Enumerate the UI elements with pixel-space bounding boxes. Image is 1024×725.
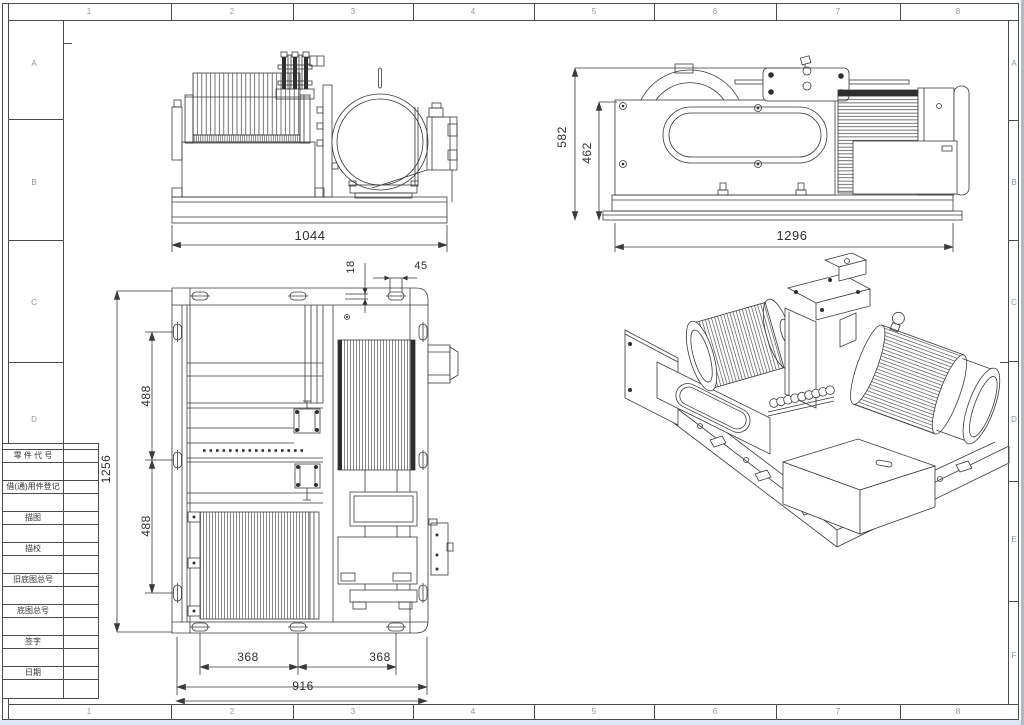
title-block-row (3, 556, 98, 574)
isometric-view (624, 252, 1010, 548)
title-block-row: 底图总号 (3, 605, 98, 618)
front-dim-lines (171, 225, 448, 252)
dim-plan-base-right: 368 (369, 650, 391, 664)
dim-side-height-inner: 462 (580, 142, 594, 164)
side-view (571, 55, 970, 252)
title-block-row (3, 525, 98, 543)
title-block-row: 旧底图总号 (3, 574, 98, 587)
side-frame-plate (614, 99, 836, 196)
front-view (171, 51, 458, 252)
title-block-value-cell (64, 636, 98, 648)
title-block-value-cell (64, 543, 98, 555)
plan-bolt-slots (173, 291, 428, 632)
title-block-row: 描图 (3, 512, 98, 525)
grid-row-label: B (1011, 178, 1017, 187)
grid-row-label: A (31, 59, 37, 68)
plan-drum (187, 511, 320, 620)
dim-plan-span-lower: 488 (139, 515, 153, 537)
side-base (602, 182, 963, 221)
title-block-value-cell (64, 512, 98, 524)
plate-bolts (619, 102, 762, 168)
title-block-value-cell (64, 574, 98, 586)
dim-plan-rail: 18 (345, 260, 357, 274)
dim-front-width: 1044 (294, 228, 326, 243)
title-block-row: 日期 (3, 667, 98, 680)
iso-rope-springs (767, 385, 835, 417)
grid-col-label: 6 (712, 707, 718, 716)
dim-plan-base-left: 368 (237, 650, 259, 664)
grid-col-label: 2 (229, 707, 235, 716)
title-block-row: 描校 (3, 543, 98, 556)
page-edge-strip (0, 720, 1024, 725)
iso-support-plate (784, 307, 817, 409)
grid-col-label: 3 (350, 707, 356, 716)
title-block-value-cell (64, 450, 98, 462)
front-terminal-box (371, 102, 458, 202)
title-block-value-cell (64, 667, 98, 679)
side-motor (837, 85, 970, 196)
dim-side-length: 1296 (776, 228, 808, 243)
grid-row-label: B (31, 178, 37, 187)
iso-top-bracket (786, 252, 872, 348)
title-block-row (3, 587, 98, 605)
title-block-spacer (3, 444, 98, 450)
title-block-row: 借(通)用件登记 (3, 481, 98, 494)
title-block-table: 零 件 代 号 借(通)用件登记 描图 描校 旧底图总号 底图总号 签字 日期 (2, 443, 99, 699)
grid-col-label: 8 (955, 7, 961, 16)
title-block-value-cell (64, 481, 98, 493)
title-block-row: 签字 (3, 636, 98, 649)
plan-cross-members (187, 305, 324, 504)
title-block-row (3, 618, 98, 636)
grid-col-label: 1 (86, 707, 92, 716)
dim-plan-span-upper: 488 (139, 385, 153, 407)
grid-col-label: 1 (86, 7, 92, 16)
iso-cable-drum (685, 298, 795, 392)
grid-row-label: F (1011, 651, 1017, 660)
dim-side-height: 582 (555, 126, 569, 148)
grid-row-label: C (31, 298, 37, 307)
title-block-row: 零 件 代 号 (3, 450, 98, 463)
plan-view (113, 263, 459, 705)
grid-col-label: 3 (350, 7, 356, 16)
front-motor-end (331, 67, 429, 199)
plan-dim-lines (113, 263, 428, 705)
front-base (171, 196, 448, 224)
grid-col-label: 6 (712, 7, 718, 16)
title-block-value-cell (64, 605, 98, 617)
title-block-row (3, 680, 98, 698)
title-block-row (3, 494, 98, 512)
grid-row-label: D (1011, 415, 1017, 424)
dim-plan-base-width: 916 (292, 679, 314, 693)
title-block-row (3, 463, 98, 481)
side-dim-lines (571, 67, 954, 252)
grid-row-label: A (1011, 59, 1017, 68)
iso-side-plate (656, 361, 771, 455)
front-rope-guide (275, 51, 325, 100)
grid-col-label: 5 (591, 7, 597, 16)
page-edge-strip (1021, 0, 1024, 725)
grid-col-label: 7 (835, 7, 841, 16)
grid-col-label: 4 (470, 707, 476, 716)
grid-col-label: 5 (591, 707, 597, 716)
grid-row-label: D (31, 415, 37, 424)
pressure-roller (294, 463, 321, 501)
iso-motor (850, 311, 1001, 445)
plan-shaft-protrusion (427, 344, 459, 576)
iso-control-box (781, 438, 937, 535)
grid-row-label: C (1011, 298, 1017, 307)
grid-col-label: 4 (470, 7, 476, 16)
grid-col-label: 8 (955, 707, 961, 716)
title-block-row (3, 649, 98, 667)
pressure-roller (293, 400, 321, 434)
grid-row-label: E (1011, 535, 1017, 544)
grid-col-label: 2 (229, 7, 235, 16)
dim-plan-slot: 45 (414, 260, 428, 272)
plan-motor (337, 314, 418, 610)
dim-plan-length: 1256 (99, 454, 113, 484)
grid-col-label: 7 (835, 707, 841, 716)
side-pulley (640, 63, 740, 101)
side-top-bracket (734, 55, 910, 102)
